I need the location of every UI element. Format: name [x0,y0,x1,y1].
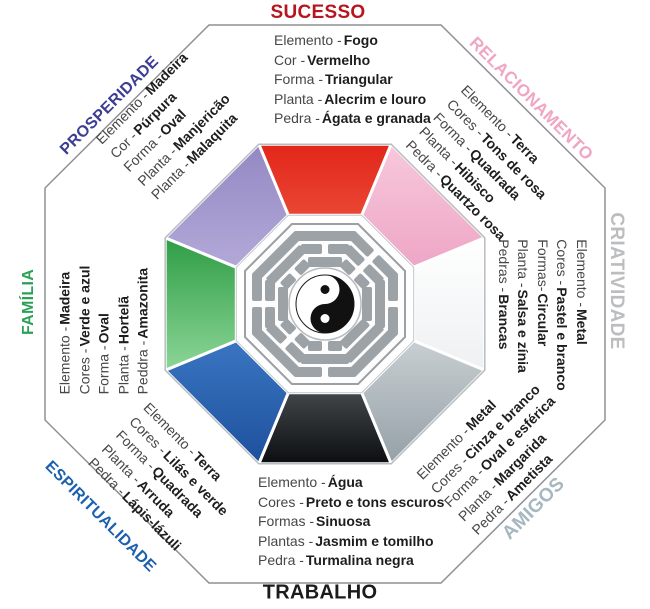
yin-yang-icon [288,267,362,341]
ring-outer-outline [164,143,486,465]
detail-line: Peddra -Amazonita [134,267,151,395]
detail-line: Forma -Oval [95,313,112,395]
heading-trabalho: TRABALHO [262,581,378,604]
trigram-qian [339,318,398,377]
detail-line: Planta -Hortelã [114,295,131,395]
heading-sucesso: SUCESSO [270,2,366,23]
detail-line: Forma -Triangular [274,71,393,87]
detail-line: Cores -Preto e tons escuros [258,493,445,510]
details-sucesso: Elemento -Fogo Cor -Vermelho Forma -Tria… [274,31,431,129]
detail-line: Pedra -Ágata e granada [274,110,431,126]
detail-line: Planta -Alecrim e louro [274,90,427,107]
details-trabalho: Elemento -Água Cores -Preto e tons escur… [258,473,444,571]
heading-criatividade: CRIATIVIDADE [606,212,627,350]
trigram-gen [252,318,311,377]
detail-line: Elemento -Metal [573,239,590,345]
detail-line: Elemento -Água [258,474,363,490]
detail-line: Formas-Circular [534,239,551,347]
detail-line: Cor -Vermelho [274,51,371,68]
trigram-xun [252,231,311,290]
details-criatividade: Elemento -Metal Cores -Pastel e branco F… [493,239,591,390]
detail-line: Pedra -Turmalina negra [258,552,414,568]
heading-familia: FAMÍLIA [20,268,37,336]
trigram-kan [294,341,356,377]
ring-inner-outline [235,214,415,394]
bagua-trigrams [252,231,398,377]
detail-line: Cores -Verde e azul [75,265,92,395]
detail-line: Pedras -Brancas [495,239,512,350]
details-familia: Elemento -Madeira Cores -Verde e azul Fo… [55,266,153,395]
detail-line: Elemento -Fogo [274,32,378,48]
detail-line: Cores -Pastel e branco [554,239,571,391]
trigram-li [294,231,356,267]
trigram-zhen [252,273,288,335]
detail-line: Elemento -Madeira [56,271,73,395]
detail-line: Formas -Sinuosa [258,513,371,529]
detail-line: Plantas -Jasmim e tomilho [258,532,434,549]
trigram-dui [362,273,398,335]
